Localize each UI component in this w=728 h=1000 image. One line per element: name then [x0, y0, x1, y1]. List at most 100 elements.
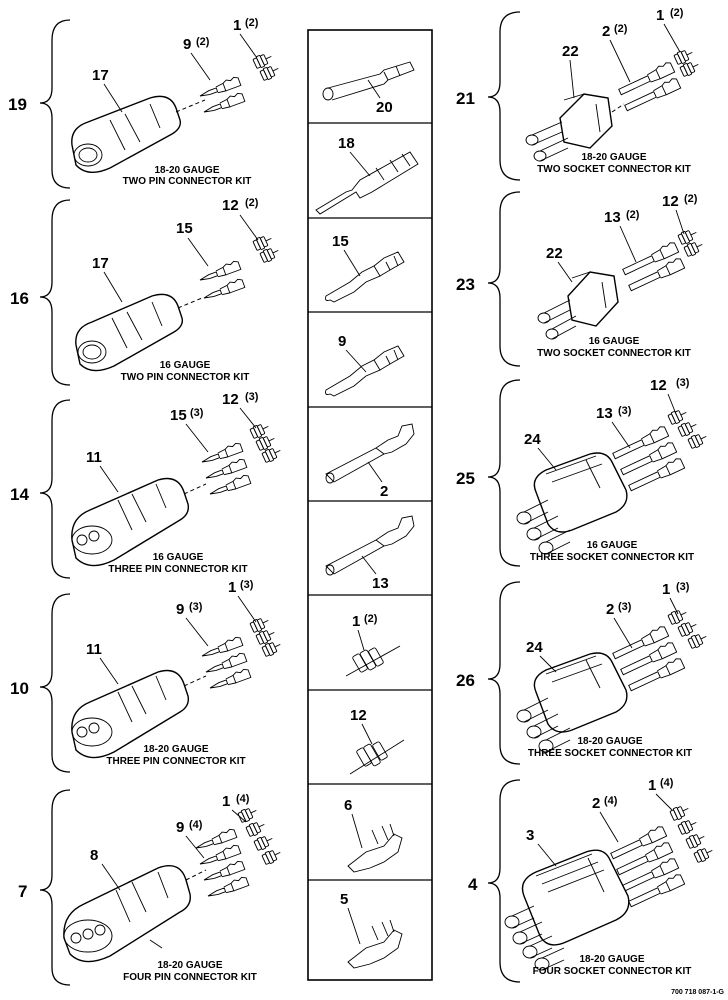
group-number: 14	[10, 485, 29, 504]
terminal-qty: (2)	[196, 36, 210, 48]
part-12: 12	[349, 707, 405, 775]
seal-qty: (2)	[670, 7, 684, 19]
seal-qty: (2)	[245, 197, 259, 209]
group-number: 7	[18, 882, 27, 901]
caption-gauge: 18-20 GAUGE	[157, 960, 222, 971]
part-2: 2	[325, 423, 415, 500]
part-number: 9	[338, 333, 346, 350]
seal-callout: 1	[233, 17, 241, 34]
seal-callout: 12	[662, 193, 679, 210]
kit-group-14: 14 11 15 (3) 12 (3) 16 GAUGE THREE PIN C…	[10, 391, 284, 579]
group-number: 16	[10, 289, 29, 308]
housing-callout: 11	[86, 449, 102, 466]
terminal-callout: 15	[176, 220, 193, 237]
kit-group-10: 10 11 9 (3) 1 (3) 18-20 GAUGE THREE PIN …	[10, 579, 284, 773]
housing-callout: 17	[92, 67, 109, 84]
terminal-callout: 2	[592, 795, 600, 812]
terminal-qty: (3)	[618, 601, 632, 613]
seal-qty: (3)	[245, 391, 259, 403]
caption-gauge: 16 GAUGE	[589, 336, 640, 347]
housing-callout: 8	[90, 847, 98, 864]
housing-callout: 24	[526, 639, 543, 656]
seal-callout: 1	[222, 793, 230, 810]
housing-callout: 22	[562, 43, 579, 60]
caption-kit: THREE SOCKET CONNECTOR KIT	[530, 552, 694, 563]
caption-gauge: 18-20 GAUGE	[143, 744, 208, 755]
housing-callout: 11	[86, 641, 102, 658]
caption-gauge: 16 GAUGE	[587, 540, 638, 551]
caption-kit: THREE PIN CONNECTOR KIT	[108, 564, 247, 575]
part-9: 9	[325, 333, 405, 397]
terminal-callout: 15	[170, 407, 187, 424]
housing-callout: 24	[524, 431, 541, 448]
kit-group-25: 25 24 13 (3) 12 (3) 16 GAUGE THREE SOCKE…	[456, 377, 710, 567]
caption-kit: FOUR PIN CONNECTOR KIT	[123, 972, 257, 983]
terminal-qty: (4)	[604, 795, 618, 807]
caption-gauge: 18-20 GAUGE	[154, 165, 219, 176]
housing-callout: 22	[546, 245, 563, 262]
terminal-callout: 9	[176, 819, 184, 836]
terminal-callout: 2	[606, 601, 614, 618]
part-18: 18	[315, 135, 419, 215]
group-number: 4	[468, 875, 478, 894]
seal-callout: 12	[650, 377, 667, 394]
group-number: 10	[10, 679, 29, 698]
caption-kit: THREE PIN CONNECTOR KIT	[106, 756, 245, 767]
seal-callout: 12	[222, 197, 239, 214]
seal-qty: (3)	[676, 377, 690, 389]
group-number: 21	[456, 89, 475, 108]
part-number: 15	[332, 233, 349, 250]
caption-gauge: 18-20 GAUGE	[579, 954, 644, 965]
part-number: 20	[376, 99, 393, 116]
housing-callout: 3	[526, 827, 534, 844]
seal-qty: (2)	[245, 17, 259, 29]
terminal-qty: (4)	[189, 819, 203, 831]
terminal-callout: 2	[602, 23, 610, 40]
part-qty: (2)	[364, 613, 378, 625]
terminal-callout: 9	[183, 36, 191, 53]
parts-column: 20 18 15 9	[307, 29, 433, 981]
part-6: 6	[344, 797, 403, 873]
kit-group-16: 16 17 15 12 (2) 16 GAUGE TWO PIN CONNECT…	[10, 197, 282, 386]
caption-kit: TWO SOCKET CONNECTOR KIT	[537, 164, 691, 175]
caption-gauge: 16 GAUGE	[153, 552, 204, 563]
caption-gauge: 18-20 GAUGE	[581, 152, 646, 163]
caption-kit: FOUR SOCKET CONNECTOR KIT	[533, 966, 692, 977]
terminal-qty: (2)	[626, 209, 640, 221]
part-number: 5	[340, 891, 348, 908]
part-number: 18	[338, 135, 355, 152]
caption-kit: TWO SOCKET CONNECTOR KIT	[537, 348, 691, 359]
seal-qty: (3)	[240, 579, 254, 591]
part-number: 2	[380, 483, 388, 500]
terminal-callout: 13	[604, 209, 621, 226]
terminal-qty: (3)	[618, 405, 632, 417]
part-number: 12	[350, 707, 367, 724]
part-13: 13	[325, 515, 415, 592]
seal-qty: (2)	[684, 193, 698, 205]
terminal-callout: 9	[176, 601, 184, 618]
terminal-qty: (3)	[190, 407, 204, 419]
seal-callout: 1	[648, 777, 656, 794]
document-number: 700 718 087-1-G	[671, 989, 724, 996]
seal-callout: 12	[222, 391, 239, 408]
part-number: 1	[352, 613, 360, 630]
group-number: 23	[456, 275, 475, 294]
part-1: 1 (2)	[345, 613, 401, 677]
housing-callout: 17	[92, 255, 109, 272]
seal-qty: (4)	[660, 777, 674, 789]
caption-kit: TWO PIN CONNECTOR KIT	[123, 176, 252, 187]
caption-gauge: 16 GAUGE	[160, 360, 211, 371]
group-number: 26	[456, 671, 475, 690]
caption-kit: TWO PIN CONNECTOR KIT	[121, 372, 250, 383]
part-20: 20	[322, 61, 415, 116]
group-number: 19	[8, 95, 27, 114]
seal-callout: 1	[656, 7, 664, 24]
terminal-qty: (2)	[614, 23, 628, 35]
seal-qty: (4)	[236, 793, 250, 805]
kit-group-4: 4 3 2 (4) 1 (4) 18-20 GAUGE FOUR SOCKET …	[468, 777, 716, 983]
terminal-qty: (3)	[189, 601, 203, 613]
caption-kit: THREE SOCKET CONNECTOR KIT	[528, 748, 692, 759]
kit-group-19: 19 17 9 (2) 1 (2) 18-20 GAUGE TWO PIN CO…	[8, 17, 282, 189]
terminal-callout: 13	[596, 405, 613, 422]
